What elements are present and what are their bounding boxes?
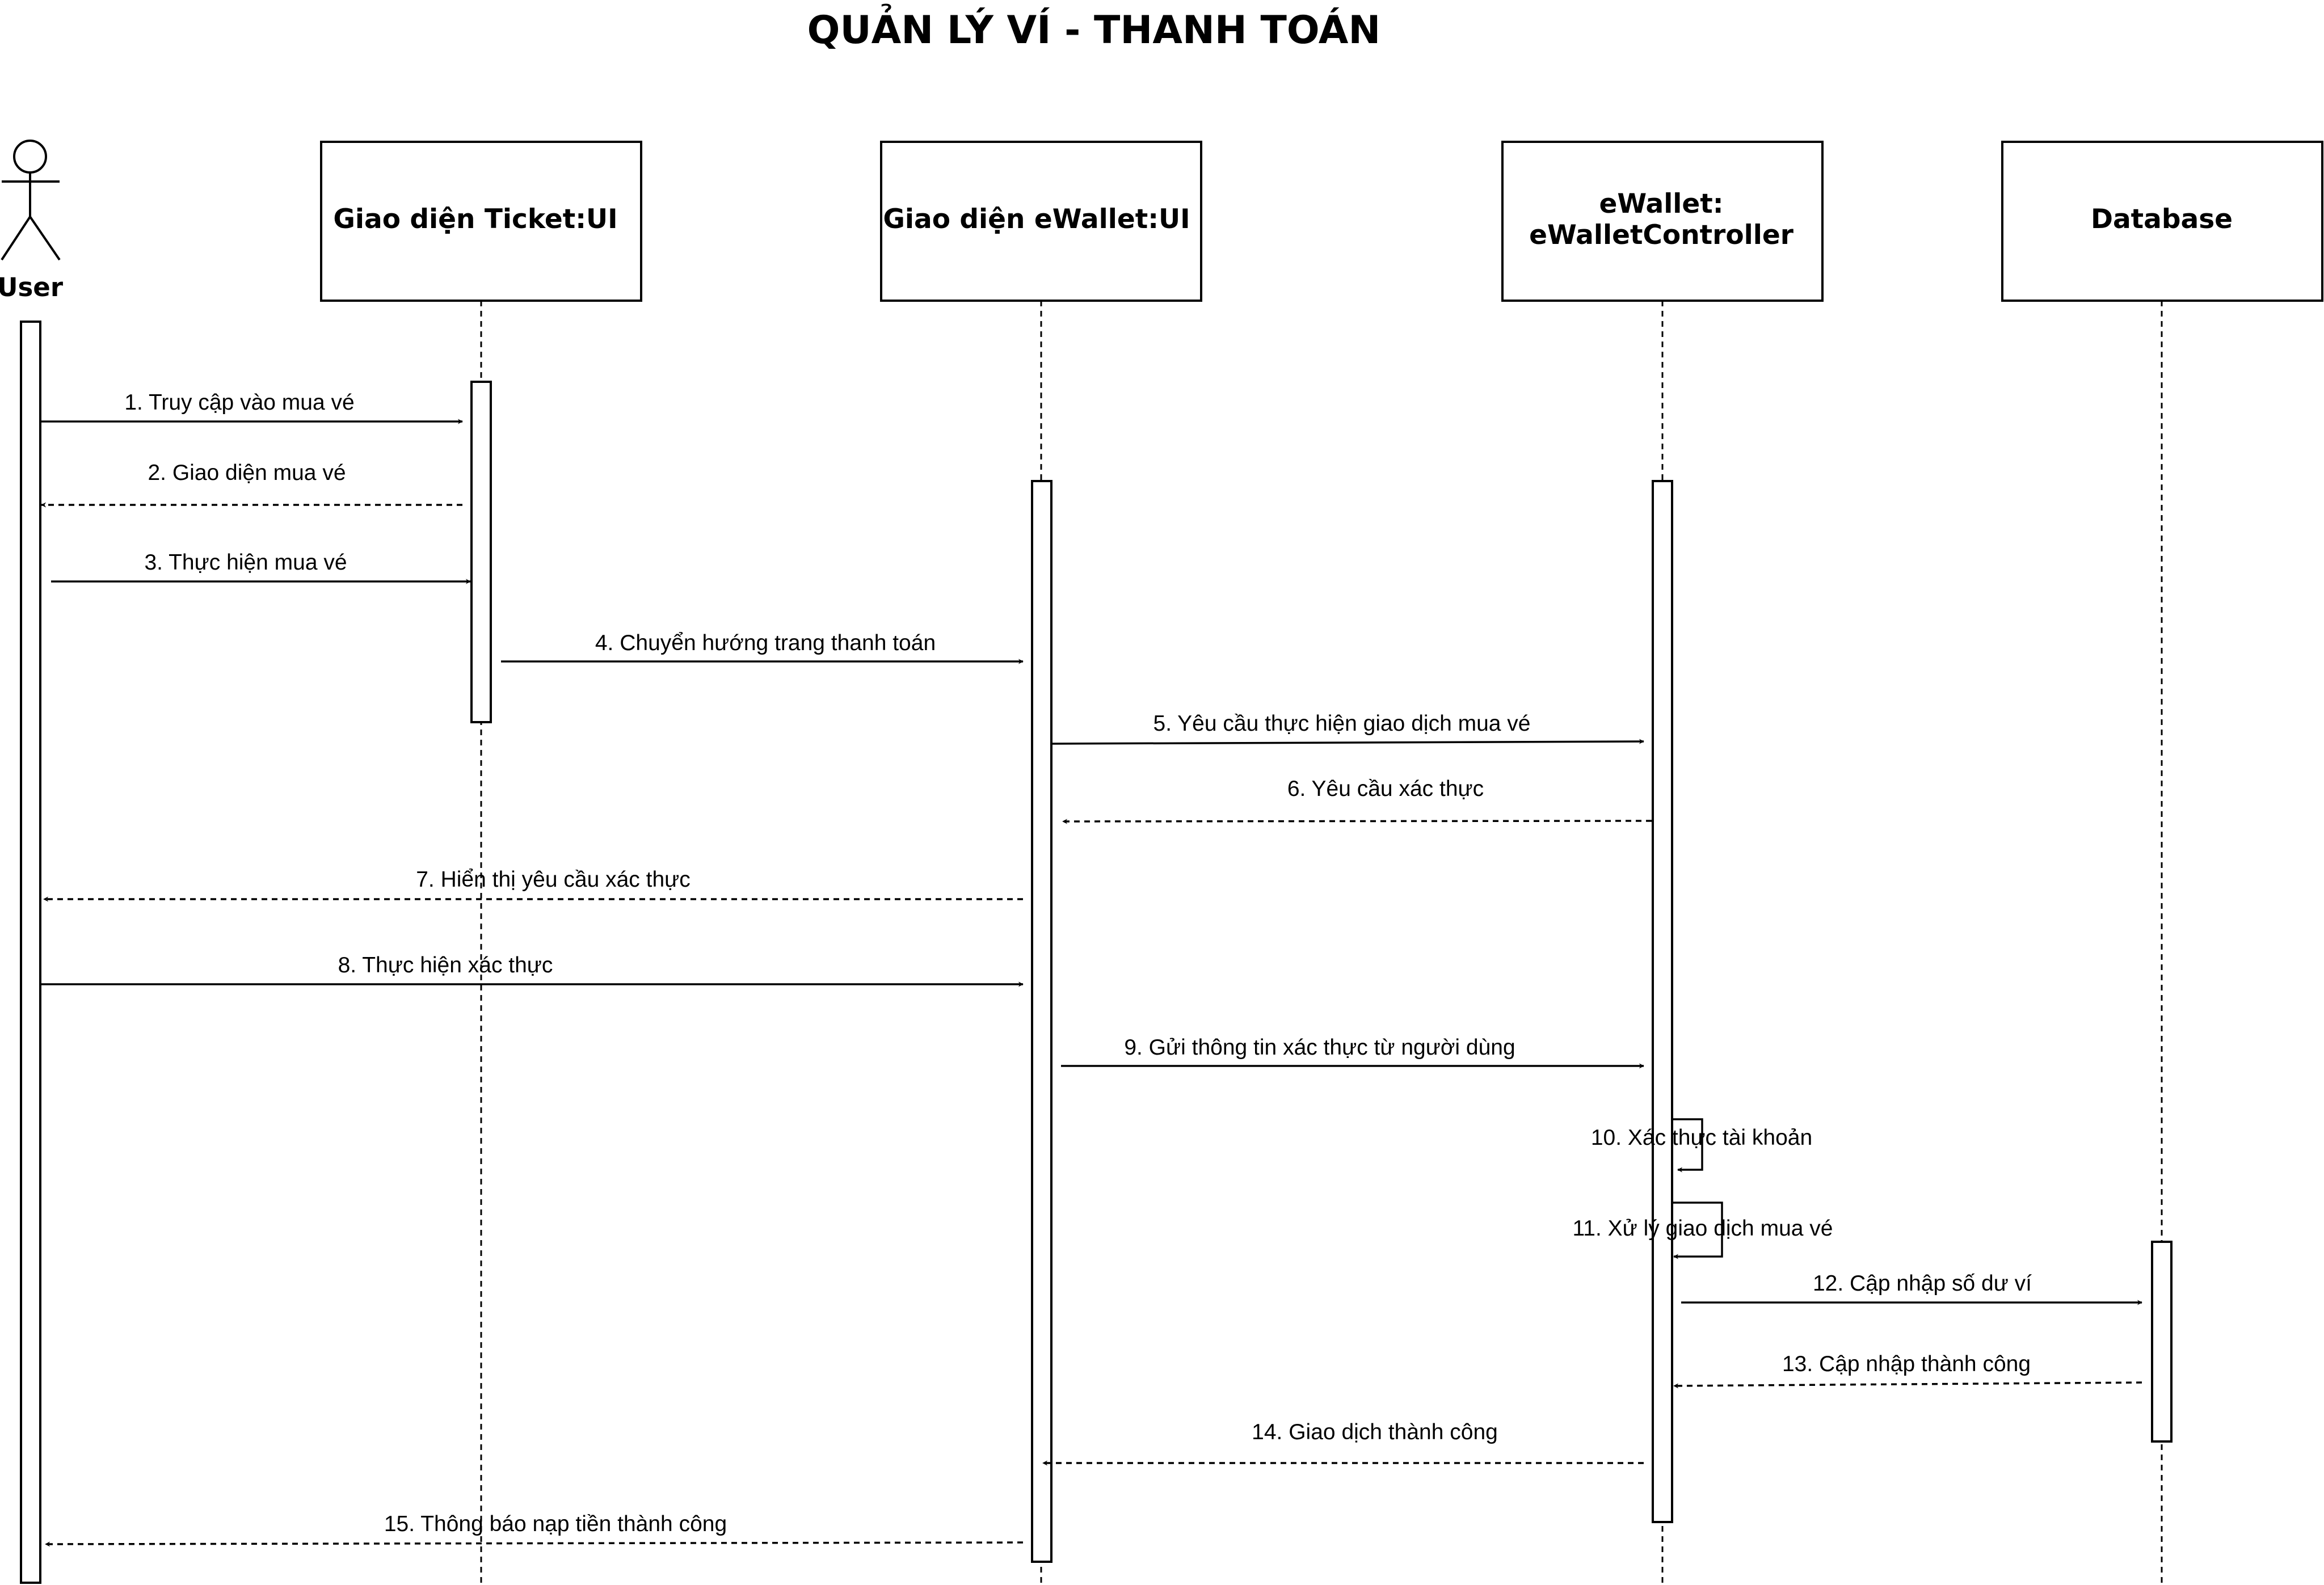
message-5-arrow bbox=[1051, 739, 1644, 745]
message-10-arrow bbox=[1672, 1118, 1703, 1173]
message-11-label: 11. Xử lý giao dịch mua vé bbox=[1573, 1216, 1833, 1241]
actor-head bbox=[13, 140, 47, 174]
message-5-label: 5. Yêu cầu thực hiện giao dịch mua vé bbox=[1153, 711, 1531, 736]
actor-left-leg bbox=[1, 216, 31, 261]
diagram-title: QUẢN LÝ VÍ - THANH TOÁN bbox=[807, 3, 1381, 53]
message-13-label: 13. Cập nhập thành công bbox=[1782, 1352, 2031, 1376]
activation-user bbox=[20, 321, 41, 1584]
participant-label-database: Database bbox=[2091, 204, 2233, 235]
participant-box-ewallet-controller bbox=[1501, 141, 1824, 302]
message-13-arrow bbox=[1673, 1381, 2142, 1389]
message-11-arrow bbox=[1672, 1202, 1723, 1259]
message-6-label: 6. Yêu cầu xác thực bbox=[1287, 777, 1484, 801]
participant-box-ewallet-ui bbox=[880, 141, 1202, 302]
participant-label-ewallet-ui: Giao diện eWallet:UI bbox=[883, 204, 1190, 235]
user-actor bbox=[1, 140, 61, 261]
activation-ewallet-ui bbox=[1031, 480, 1052, 1563]
actor-right-leg bbox=[29, 216, 61, 261]
message-9-label: 9. Gửi thông tin xác thực từ người dùng bbox=[1124, 1035, 1515, 1060]
message-10-label: 10. Xác thực tài khoản bbox=[1591, 1125, 1812, 1150]
participant-label-ewallet-controller-line1: eWallet: bbox=[1599, 188, 1723, 220]
activation-database bbox=[2151, 1241, 2173, 1443]
participant-box-ticket-ui bbox=[320, 141, 642, 302]
message-12-label: 12. Cập nhập số dư ví bbox=[1813, 1271, 2032, 1296]
activation-ewallet-controller bbox=[1652, 480, 1673, 1523]
message-7-label: 7. Hiển thị yêu cầu xác thực bbox=[416, 867, 691, 892]
message-15-label: 15. Thông báo nạp tiền thành công bbox=[384, 1512, 727, 1536]
message-8-label: 8. Thực hiện xác thực bbox=[338, 953, 553, 977]
participant-label-ticket-ui: Giao diện Ticket:UI bbox=[333, 204, 617, 235]
message-3-label: 3. Thực hiện mua vé bbox=[144, 550, 347, 575]
message-14-label: 14. Giao dịch thành công bbox=[1252, 1420, 1498, 1444]
actor-label: User bbox=[0, 272, 64, 302]
message-4-label: 4. Chuyển hướng trang thanh toán bbox=[595, 631, 936, 655]
message-1-label: 1. Truy cập vào mua vé bbox=[124, 390, 354, 415]
participant-box-database bbox=[2001, 141, 2323, 302]
participant-label-ewallet-controller-line2: eWalletController bbox=[1529, 220, 1794, 251]
activation-ticket-ui bbox=[470, 381, 492, 723]
message-2-label: 2. Giao diện mua vé bbox=[148, 461, 346, 485]
message-15-arrow bbox=[45, 1541, 1024, 1547]
